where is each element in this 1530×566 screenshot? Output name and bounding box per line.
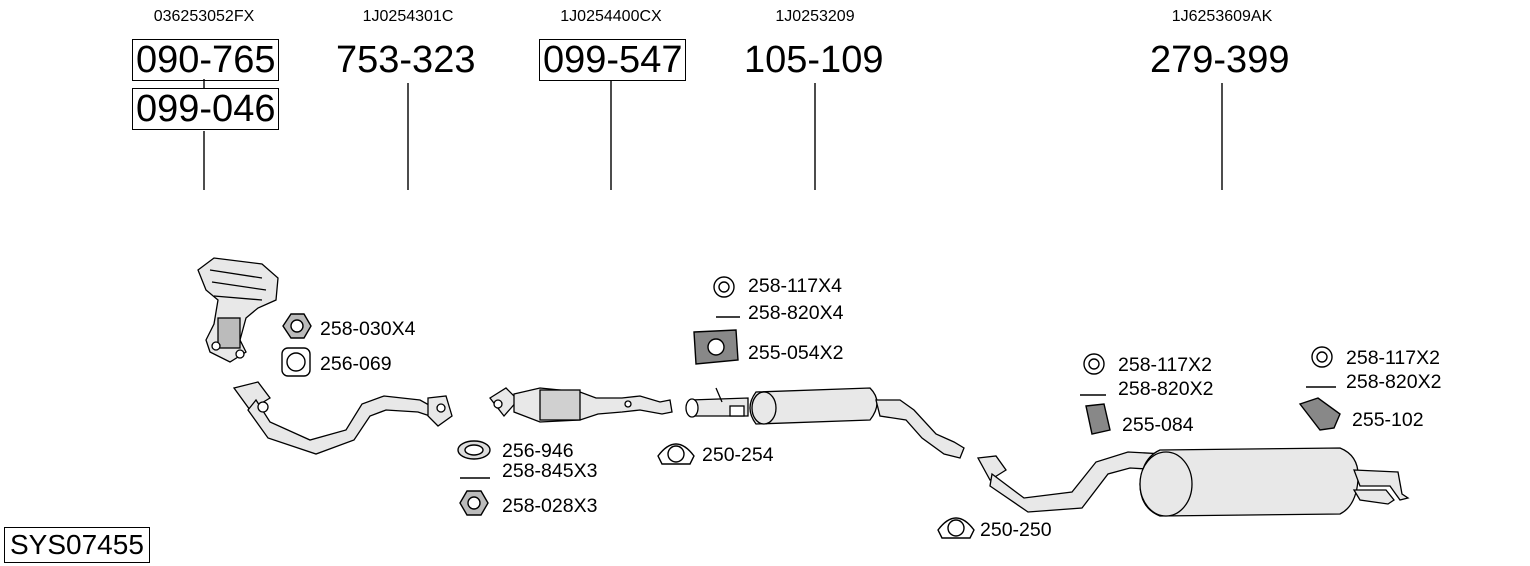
accessory-label[interactable]: 256-069 [320,353,392,375]
accessory-label[interactable]: 256-946 [502,440,574,462]
accessory-label[interactable]: 258-028X3 [502,495,598,517]
accessory-label[interactable]: 258-117X2 [1118,354,1212,376]
oem-number-4: 1J0253209 [775,8,855,25]
accessory-label[interactable]: 258-030X4 [320,318,416,340]
oem-number-1: 036253052FX [153,8,255,25]
part-number-1b[interactable]: 099-046 [132,88,280,130]
oem-number-2: 1J0254301C [362,8,454,25]
bracket-icon [1298,397,1341,431]
system-code-label: SYS07455 [4,527,150,563]
catalyst-part [489,387,673,423]
middle-muffler-part [685,387,965,459]
accessory-label[interactable]: 258-820X2 [1346,371,1442,393]
front-pipe-part [232,381,453,455]
accessory-label[interactable]: 258-845X3 [502,460,598,482]
part-number-4[interactable]: 105-109 [744,39,884,81]
part-number-1a[interactable]: 090-765 [132,39,280,81]
part-number-5[interactable]: 279-399 [1150,39,1290,81]
rear-muffler-part [976,447,1410,517]
oem-number-3: 1J0254400CX [560,8,662,25]
manifold-catalyst-part [197,257,279,363]
accessory-label[interactable]: 250-254 [702,444,774,466]
accessory-label[interactable]: 255-102 [1352,409,1424,431]
accessory-label[interactable]: 258-820X4 [748,302,844,324]
accessory-label[interactable]: 250-250 [980,519,1052,541]
part-number-3[interactable]: 099-547 [539,39,687,81]
oem-number-5: 1J6253609AK [1171,8,1273,25]
rubber-mount-icon-2 [1085,403,1111,435]
accessory-label[interactable]: 258-117X2 [1346,347,1440,369]
accessory-label[interactable]: 255-054X2 [748,342,844,364]
accessory-label[interactable]: 258-820X2 [1118,378,1214,400]
accessory-label[interactable]: 258-117X4 [748,275,842,297]
part-number-2[interactable]: 753-323 [336,39,476,81]
accessory-label[interactable]: 255-084 [1122,414,1194,436]
